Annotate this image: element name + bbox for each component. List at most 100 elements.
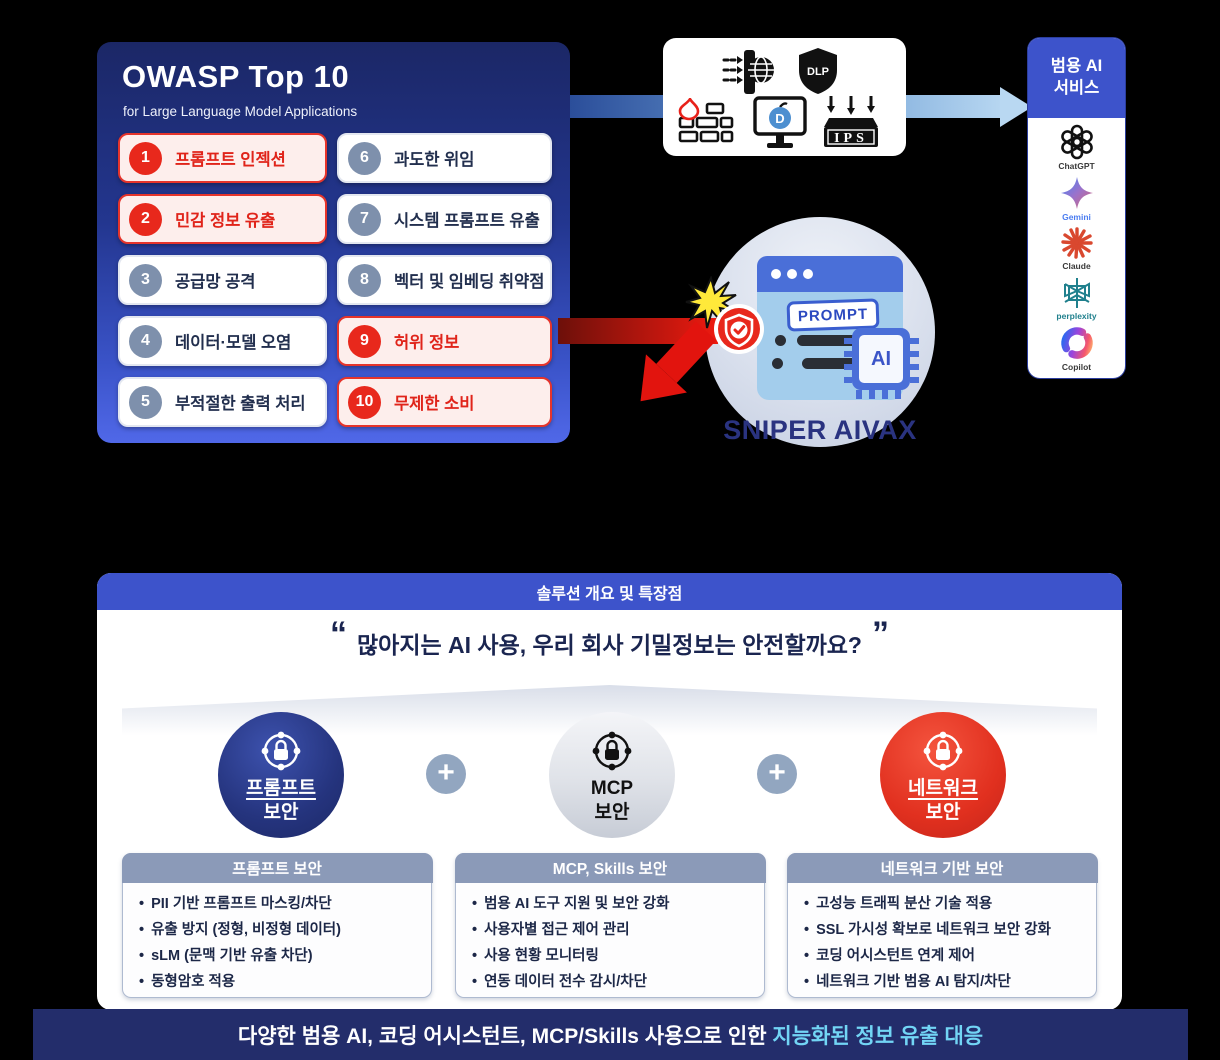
logo-chatgpt: ChatGPT: [1058, 124, 1095, 172]
prompt-line-dot: [775, 335, 786, 346]
pillar-prompt-security: 프롬프트 보안: [218, 712, 344, 838]
plus-icon: +: [757, 754, 797, 794]
pillar-label-line1: 프롬프트: [246, 778, 316, 800]
logo-claude: Claude: [1060, 226, 1094, 271]
owasp-item-label: 부적절한 출력 처리: [175, 395, 306, 413]
owasp-item-number: 6: [348, 141, 381, 175]
attack-arrow-red: [558, 318, 718, 402]
ips-icon: IPS: [824, 96, 878, 147]
owasp-panel: OWASP Top 10 for Large Language Model Ap…: [97, 42, 570, 443]
feature-list: 범용 AI 도구 지원 및 보안 강화 사용자별 접근 제어 관리 사용 현황 …: [456, 883, 764, 995]
ai-services-panel: 범용 AI 서비스 ChatGPT: [1028, 38, 1125, 378]
feature-item: 범용 AI 도구 지원 및 보안 강화: [472, 891, 754, 917]
feature-item: 유출 방지 (정형, 비정형 데이터): [139, 917, 421, 943]
svg-text:IPS: IPS: [834, 131, 868, 146]
feature-card-prompt: 프롬프트 보안 PII 기반 프롬프트 마스킹/차단 유출 방지 (정형, 비정…: [121, 852, 433, 998]
logo-chatgpt-label: ChatGPT: [1058, 161, 1095, 172]
chip-pins-right: [910, 336, 919, 383]
feature-card-title: 프롬프트 보안: [121, 852, 433, 883]
owasp-item-4: 4 데이터·모델 오염: [118, 316, 327, 366]
logo-copilot: Copilot: [1059, 325, 1095, 372]
owasp-item-number: 7: [348, 202, 381, 236]
browser-window-header: [757, 256, 903, 292]
gemini-icon: [1060, 177, 1093, 210]
feature-item: 동형암호 적용: [139, 969, 421, 995]
footer-text-highlight: 지능화된 정보 유출 대응: [772, 1024, 984, 1048]
feature-item: 네트워크 기반 범용 AI 탐지/차단: [804, 969, 1086, 995]
ai-services-title-line2: 서비스: [1053, 79, 1100, 98]
logo-gemini: Gemini: [1059, 175, 1095, 222]
prompt-badge: PROMPT: [786, 298, 880, 332]
feature-card-title: MCP, Skills 보안: [454, 852, 766, 883]
claude-icon: [1060, 227, 1093, 260]
proxy-gateway-icon: [722, 50, 774, 94]
open-quote-icon: “: [330, 615, 347, 653]
owasp-item-2: 2 민감 정보 유출: [118, 194, 327, 244]
solution-header: 솔루션 개요 및 특장점: [97, 573, 1122, 610]
pillar-network-security: 네트워크 보안: [880, 712, 1006, 838]
close-quote-icon: ”: [871, 615, 889, 653]
logo-gemini-label: Gemini: [1062, 212, 1091, 223]
owasp-item-label: 허위 정보: [394, 334, 460, 352]
ai-services-header: 범용 AI 서비스: [1028, 38, 1125, 118]
lock-orbit-icon: [592, 731, 632, 771]
owasp-item-8: 8 벡터 및 임베딩 취약점: [337, 255, 552, 305]
owasp-item-label: 프롬프트 인젝션: [175, 151, 286, 169]
window-dot: [803, 269, 813, 279]
owasp-item-number: 1: [129, 141, 162, 175]
impact-starburst-icon: [685, 276, 737, 329]
defense-shield-icon: [714, 304, 764, 354]
logo-perplexity-label: perplexity: [1056, 310, 1097, 321]
solution-panel: 솔루션 개요 및 특장점 “ 많아지는 AI 사용, 우리 회사 기밀정보는 안…: [97, 573, 1122, 1010]
perplexity-icon: [1063, 277, 1090, 308]
owasp-item-label: 민감 정보 유출: [175, 212, 276, 230]
owasp-item-number: 5: [129, 385, 162, 419]
feature-item: SSL 가시성 확보로 네트워크 보안 강화: [804, 917, 1086, 943]
pillar-mcp-security: MCP 보안: [549, 712, 675, 838]
feature-item: 사용자별 접근 제어 관리: [472, 917, 754, 943]
owasp-item-label: 벡터 및 임베딩 취약점: [394, 273, 545, 291]
pillar-label-line2: 보안: [925, 802, 961, 823]
feature-card-title: 네트워크 기반 보안: [786, 852, 1098, 883]
owasp-item-6: 6 과도한 위임: [337, 133, 552, 183]
window-dot: [787, 269, 797, 279]
ai-chip: AI: [852, 328, 910, 390]
flow-arrow-blue-head: [1000, 87, 1032, 127]
feature-item: 고성능 트래픽 분산 기술 적용: [804, 891, 1086, 917]
owasp-item-number: 4: [129, 324, 162, 358]
owasp-item-label: 데이터·모델 오염: [175, 334, 292, 352]
owasp-item-number: 2: [129, 202, 162, 236]
quote-text: 많아지는 AI 사용, 우리 회사 기밀정보는 안전할까요?: [357, 632, 862, 658]
owasp-item-label: 과도한 위임: [394, 151, 475, 169]
chip-pins-bottom: [856, 390, 907, 399]
lock-orbit-icon: [261, 731, 301, 771]
svg-text:D: D: [775, 111, 784, 126]
pillar-label-line2: 보안: [263, 802, 299, 823]
logo-copilot-label: Copilot: [1061, 361, 1092, 372]
feature-item: 코딩 어시스턴트 연계 제어: [804, 943, 1086, 969]
feature-item: 연동 데이터 전수 감시/차단: [472, 969, 754, 995]
feature-item: PII 기반 프롬프트 마스킹/차단: [139, 891, 421, 917]
lock-orbit-icon: [923, 731, 963, 771]
svg-text:DLP: DLP: [807, 66, 829, 78]
window-dot: [771, 269, 781, 279]
owasp-item-label: 공급망 공격: [175, 273, 256, 291]
ddos-monitor-icon: D: [753, 96, 807, 148]
pillar-label-line1: MCP: [590, 778, 634, 800]
owasp-item-label: 무제한 소비: [394, 395, 475, 413]
feature-card-mcp: MCP, Skills 보안 범용 AI 도구 지원 및 보안 강화 사용자별 …: [454, 852, 766, 998]
plus-icon: +: [426, 754, 466, 794]
feature-list: PII 기반 프롬프트 마스킹/차단 유출 방지 (정형, 비정형 데이터) s…: [123, 883, 431, 995]
pillar-label-line2: 보안: [594, 802, 630, 823]
sniper-aivax-name: SNIPER AIVAX: [723, 415, 917, 445]
ai-services-title-line1: 범용 AI: [1050, 57, 1103, 75]
feature-item: 사용 현황 모니터링: [472, 943, 754, 969]
owasp-title: OWASP Top 10: [122, 59, 350, 94]
owasp-item-number: 8: [348, 263, 381, 297]
dlp-shield-icon: DLP: [799, 48, 837, 94]
